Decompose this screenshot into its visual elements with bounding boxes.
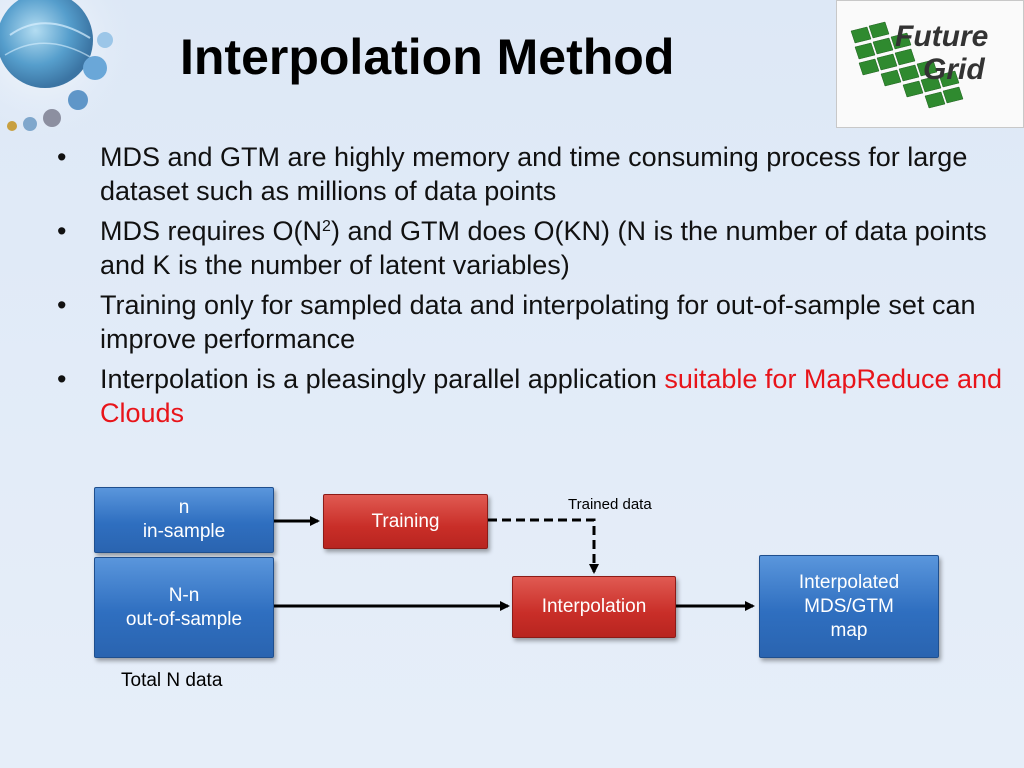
trained-data-caption: Trained data bbox=[568, 496, 652, 513]
in-sample-count: n bbox=[178, 497, 190, 518]
logo-text-grid: Grid bbox=[923, 53, 985, 86]
bullet-text: MDS requires O(N bbox=[100, 216, 323, 246]
result-line-3: map bbox=[830, 619, 868, 641]
bullet-highlight: suitable for MapReduce and Clouds bbox=[100, 364, 1003, 428]
training-label: Training bbox=[371, 510, 440, 532]
bullet-text-continued: ) and GTM does O(KN) (N is the number of… bbox=[100, 216, 987, 280]
out-of-sample-box: N-n out-of-sample bbox=[94, 557, 274, 658]
result-line-2: MDS/GTM bbox=[804, 595, 894, 617]
bullet-dot-icon: • bbox=[57, 290, 67, 320]
result-line-1: Interpolated bbox=[798, 571, 900, 593]
in-sample-label: in-sample bbox=[142, 521, 226, 542]
bullet-item: • MDS and GTM are highly memory and time… bbox=[55, 140, 1005, 208]
bullet-text: Training only for sampled data and inter… bbox=[100, 290, 976, 354]
bullet-dot-icon: • bbox=[57, 216, 67, 246]
bullet-text: Interpolation is a pleasingly parallel a… bbox=[100, 364, 665, 394]
bullet-item: • Training only for sampled data and int… bbox=[55, 288, 1005, 356]
in-sample-box: n in-sample bbox=[94, 487, 274, 553]
bullet-dot-icon: • bbox=[57, 142, 67, 172]
out-of-sample-label: out-of-sample bbox=[125, 608, 243, 630]
bullet-list: • MDS and GTM are highly memory and time… bbox=[55, 140, 1005, 436]
bullet-superscript: 2 bbox=[322, 218, 331, 235]
globe-decoration-icon bbox=[0, 0, 140, 145]
arrow-training-to-interpolation-dashed bbox=[488, 518, 599, 574]
out-of-sample-count: N-n bbox=[168, 584, 200, 606]
bullet-item: • MDS requires O(N2) and GTM does O(KN) … bbox=[55, 214, 1005, 282]
total-data-caption: Total N data bbox=[121, 670, 223, 691]
bullet-dot-icon: • bbox=[57, 364, 67, 394]
logo-grid-icon: Future Grid bbox=[850, 20, 988, 109]
interpolation-box: Interpolation bbox=[512, 576, 676, 638]
training-box: Training bbox=[323, 494, 488, 549]
interpolated-map-box: Interpolated MDS/GTM map bbox=[759, 555, 939, 658]
interpolation-label: Interpolation bbox=[541, 596, 647, 617]
bullet-item: • Interpolation is a pleasingly parallel… bbox=[55, 362, 1005, 430]
slide-title: Interpolation Method bbox=[180, 29, 675, 85]
logo-text-future: Future bbox=[895, 20, 988, 53]
bullet-text: MDS and GTM are highly memory and time c… bbox=[100, 142, 968, 206]
future-grid-logo: Future Grid bbox=[836, 0, 1024, 128]
